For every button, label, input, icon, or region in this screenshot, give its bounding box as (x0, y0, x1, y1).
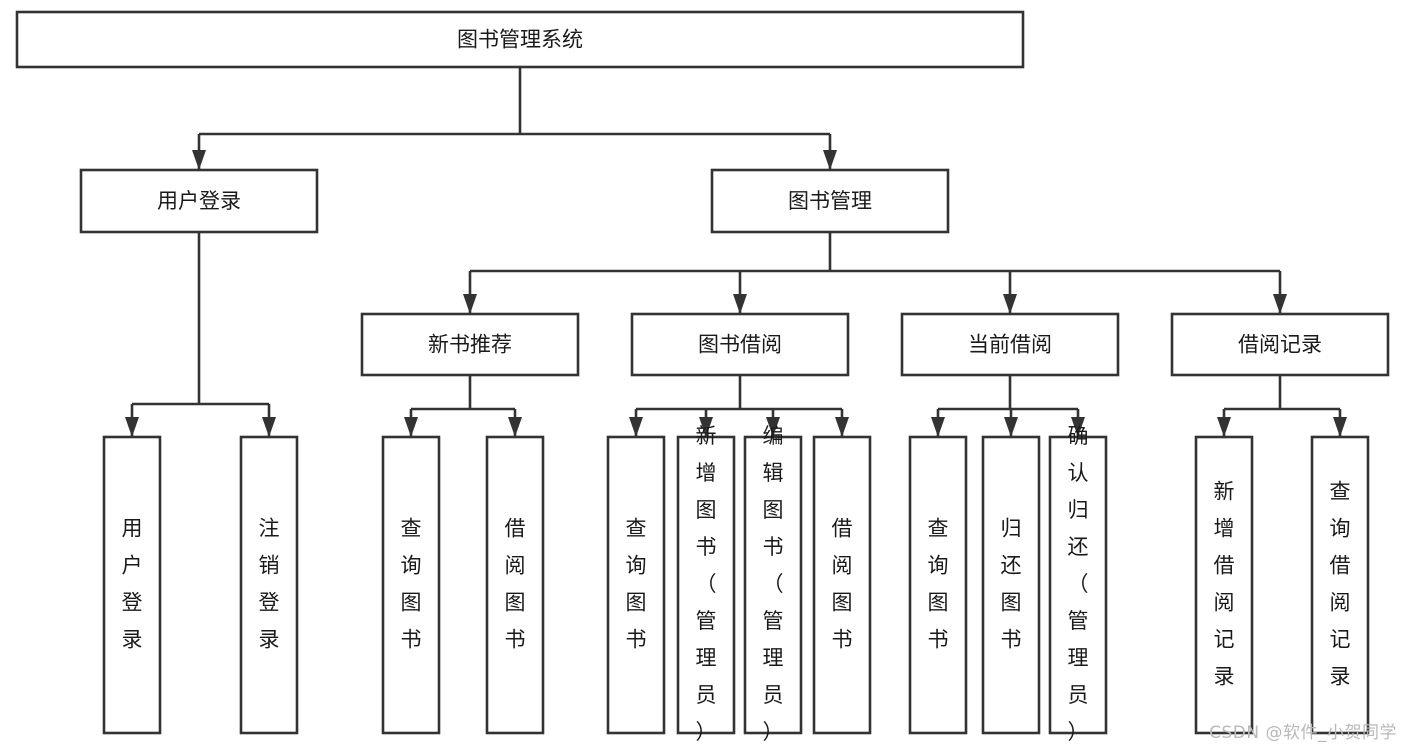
node-leaf-9[interactable]: 归还图书 (981, 435, 1041, 735)
arrow-head-icon (1003, 294, 1017, 314)
node-box (676, 435, 736, 735)
node-level3-0[interactable]: 新书推荐 (360, 312, 580, 377)
node-label: 新增图书（管理员） (696, 424, 717, 744)
node-box (102, 435, 162, 735)
node-level3-3[interactable]: 借阅记录 (1170, 312, 1390, 377)
node-root-system[interactable]: 图书管理系统 (15, 10, 1025, 69)
arrow-head-icon (1071, 417, 1085, 437)
arrow-head-icon (1273, 294, 1287, 314)
node-label: 用户登录 (122, 517, 143, 652)
node-label: 图书管理系统 (457, 28, 583, 52)
node-box (908, 435, 968, 735)
arrow-head-icon (835, 417, 849, 437)
node-leaf-4[interactable]: 查询图书 (606, 435, 666, 735)
node-leaf-7[interactable]: 借阅图书 (812, 435, 872, 735)
node-box (743, 435, 803, 735)
node-level2-0[interactable]: 用户登录 (79, 168, 319, 234)
node-label: 新增借阅记录 (1214, 480, 1235, 689)
arrow-head-icon (733, 294, 747, 314)
node-label: 查询图书 (928, 517, 949, 652)
arrow-head-icon (766, 417, 780, 437)
arrow-head-icon (125, 417, 139, 437)
node-box (1170, 312, 1390, 377)
node-box (900, 312, 1120, 377)
node-box (630, 312, 850, 377)
arrow-head-icon (629, 417, 643, 437)
node-box (360, 312, 580, 377)
arrow-head-icon (1004, 417, 1018, 437)
node-label: 用户登录 (157, 189, 241, 213)
node-label: 借阅图书 (832, 517, 853, 652)
node-box (606, 435, 666, 735)
node-leaf-1[interactable]: 注销登录 (239, 435, 299, 735)
node-box (79, 168, 319, 234)
node-label: 确认归还（管理员） (1068, 424, 1089, 744)
arrow-head-icon (823, 150, 837, 170)
node-label: 查询图书 (401, 517, 422, 652)
node-box (1310, 435, 1370, 735)
node-leaf-11[interactable]: 新增借阅记录 (1194, 435, 1254, 735)
node-leaf-8[interactable]: 查询图书 (908, 435, 968, 735)
arrow-head-icon (508, 417, 522, 437)
node-box (812, 435, 872, 735)
node-box (981, 435, 1041, 735)
node-leaf-0[interactable]: 用户登录 (102, 435, 162, 735)
arrow-head-icon (404, 417, 418, 437)
arrow-head-icon (192, 150, 206, 170)
node-label: 图书管理 (788, 189, 872, 213)
node-label: 当前借阅 (968, 333, 1052, 357)
node-box (710, 168, 950, 234)
node-leaf-12[interactable]: 查询借阅记录 (1310, 435, 1370, 735)
node-label: 查询借阅记录 (1330, 480, 1351, 689)
node-label: 归还图书 (1001, 517, 1022, 652)
node-box (381, 435, 441, 735)
node-label: 查询图书 (626, 517, 647, 652)
node-leaf-3[interactable]: 借阅图书 (485, 435, 545, 735)
node-level2-1[interactable]: 图书管理 (710, 168, 950, 234)
node-box (239, 435, 299, 735)
node-box (1194, 435, 1254, 735)
node-box (1048, 435, 1108, 735)
node-level3-1[interactable]: 图书借阅 (630, 312, 850, 377)
node-leaf-2[interactable]: 查询图书 (381, 435, 441, 735)
node-box (15, 10, 1025, 69)
node-leaf-10[interactable]: 确认归还（管理员） (1048, 424, 1108, 744)
node-label: 借阅图书 (505, 517, 526, 652)
node-level3-2[interactable]: 当前借阅 (900, 312, 1120, 377)
node-label: 借阅记录 (1238, 333, 1322, 357)
node-label: 注销登录 (259, 517, 280, 652)
node-label: 图书借阅 (698, 333, 782, 357)
arrow-head-icon (463, 294, 477, 314)
node-label: 编辑图书（管理员） (763, 424, 784, 744)
node-boxes-layer: 图书管理系统用户登录图书管理新书推荐图书借阅当前借阅借阅记录用户登录注销登录查询… (15, 10, 1390, 744)
node-label: 新书推荐 (428, 333, 512, 357)
node-box (485, 435, 545, 735)
arrow-head-icon (931, 417, 945, 437)
arrow-head-icon (1333, 417, 1347, 437)
arrow-head-icon (699, 417, 713, 437)
connector-lines-layer (125, 67, 1347, 437)
node-leaf-5[interactable]: 新增图书（管理员） (676, 424, 736, 744)
arrow-head-icon (1217, 417, 1231, 437)
arrow-head-icon (262, 417, 276, 437)
node-leaf-6[interactable]: 编辑图书（管理员） (743, 424, 803, 744)
